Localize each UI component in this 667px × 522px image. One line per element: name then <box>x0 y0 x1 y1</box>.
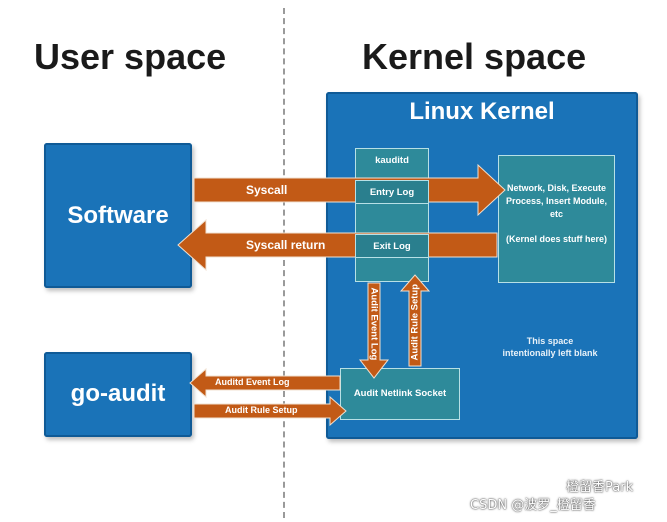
kernel-work-label: Network, Disk, Execute Process, Insert M… <box>505 183 608 219</box>
audit-rule-setup-arrow <box>193 395 347 427</box>
watermark-line1: 橙留香Park <box>566 480 634 495</box>
netlink-socket-box <box>340 368 460 420</box>
syscall-return-arrow <box>177 218 498 272</box>
watermark-line2: CSDN @波罗_橙留香 <box>470 498 596 513</box>
audit-event-log-down-arrow <box>358 282 390 379</box>
go-audit-box <box>44 352 192 437</box>
syscall-arrow <box>193 163 506 217</box>
auditd-event-log-arrow <box>189 367 341 399</box>
kernel-space-heading: Kernel space <box>362 36 587 77</box>
netlink-socket-label: Audit Netlink Socket <box>353 388 447 399</box>
blank-space-note: This space intentionally left blank <box>502 336 598 358</box>
kernel-work-note: (Kernel does stuff here) <box>505 234 608 244</box>
software-label: Software <box>67 202 169 229</box>
kauditd-label: kauditd <box>375 155 409 166</box>
linux-kernel-title: Linux Kernel <box>409 98 555 125</box>
audit-rule-setup-up-arrow <box>399 274 431 367</box>
exit-log-box <box>355 234 429 258</box>
audit-event-log-vertical-label: Audit Event Log <box>368 287 380 361</box>
space-divider <box>283 8 285 518</box>
software-box <box>44 143 192 288</box>
audit-rule-setup-vertical-label: Audit Rule Setup <box>409 283 421 361</box>
auditd-event-log-label: Auditd Event Log <box>215 377 290 387</box>
exit-log-label: Exit Log <box>373 241 411 252</box>
syscall-return-label: Syscall return <box>246 238 326 252</box>
kauditd-box <box>355 148 429 282</box>
entry-log-label: Entry Log <box>369 187 415 198</box>
go-audit-label: go-audit <box>70 380 166 407</box>
kernel-work-box <box>498 155 615 283</box>
user-space-heading: User space <box>34 36 227 77</box>
audit-rule-setup-label: Audit Rule Setup <box>225 405 298 415</box>
syscall-label: Syscall <box>246 183 288 197</box>
entry-log-box <box>355 180 429 204</box>
